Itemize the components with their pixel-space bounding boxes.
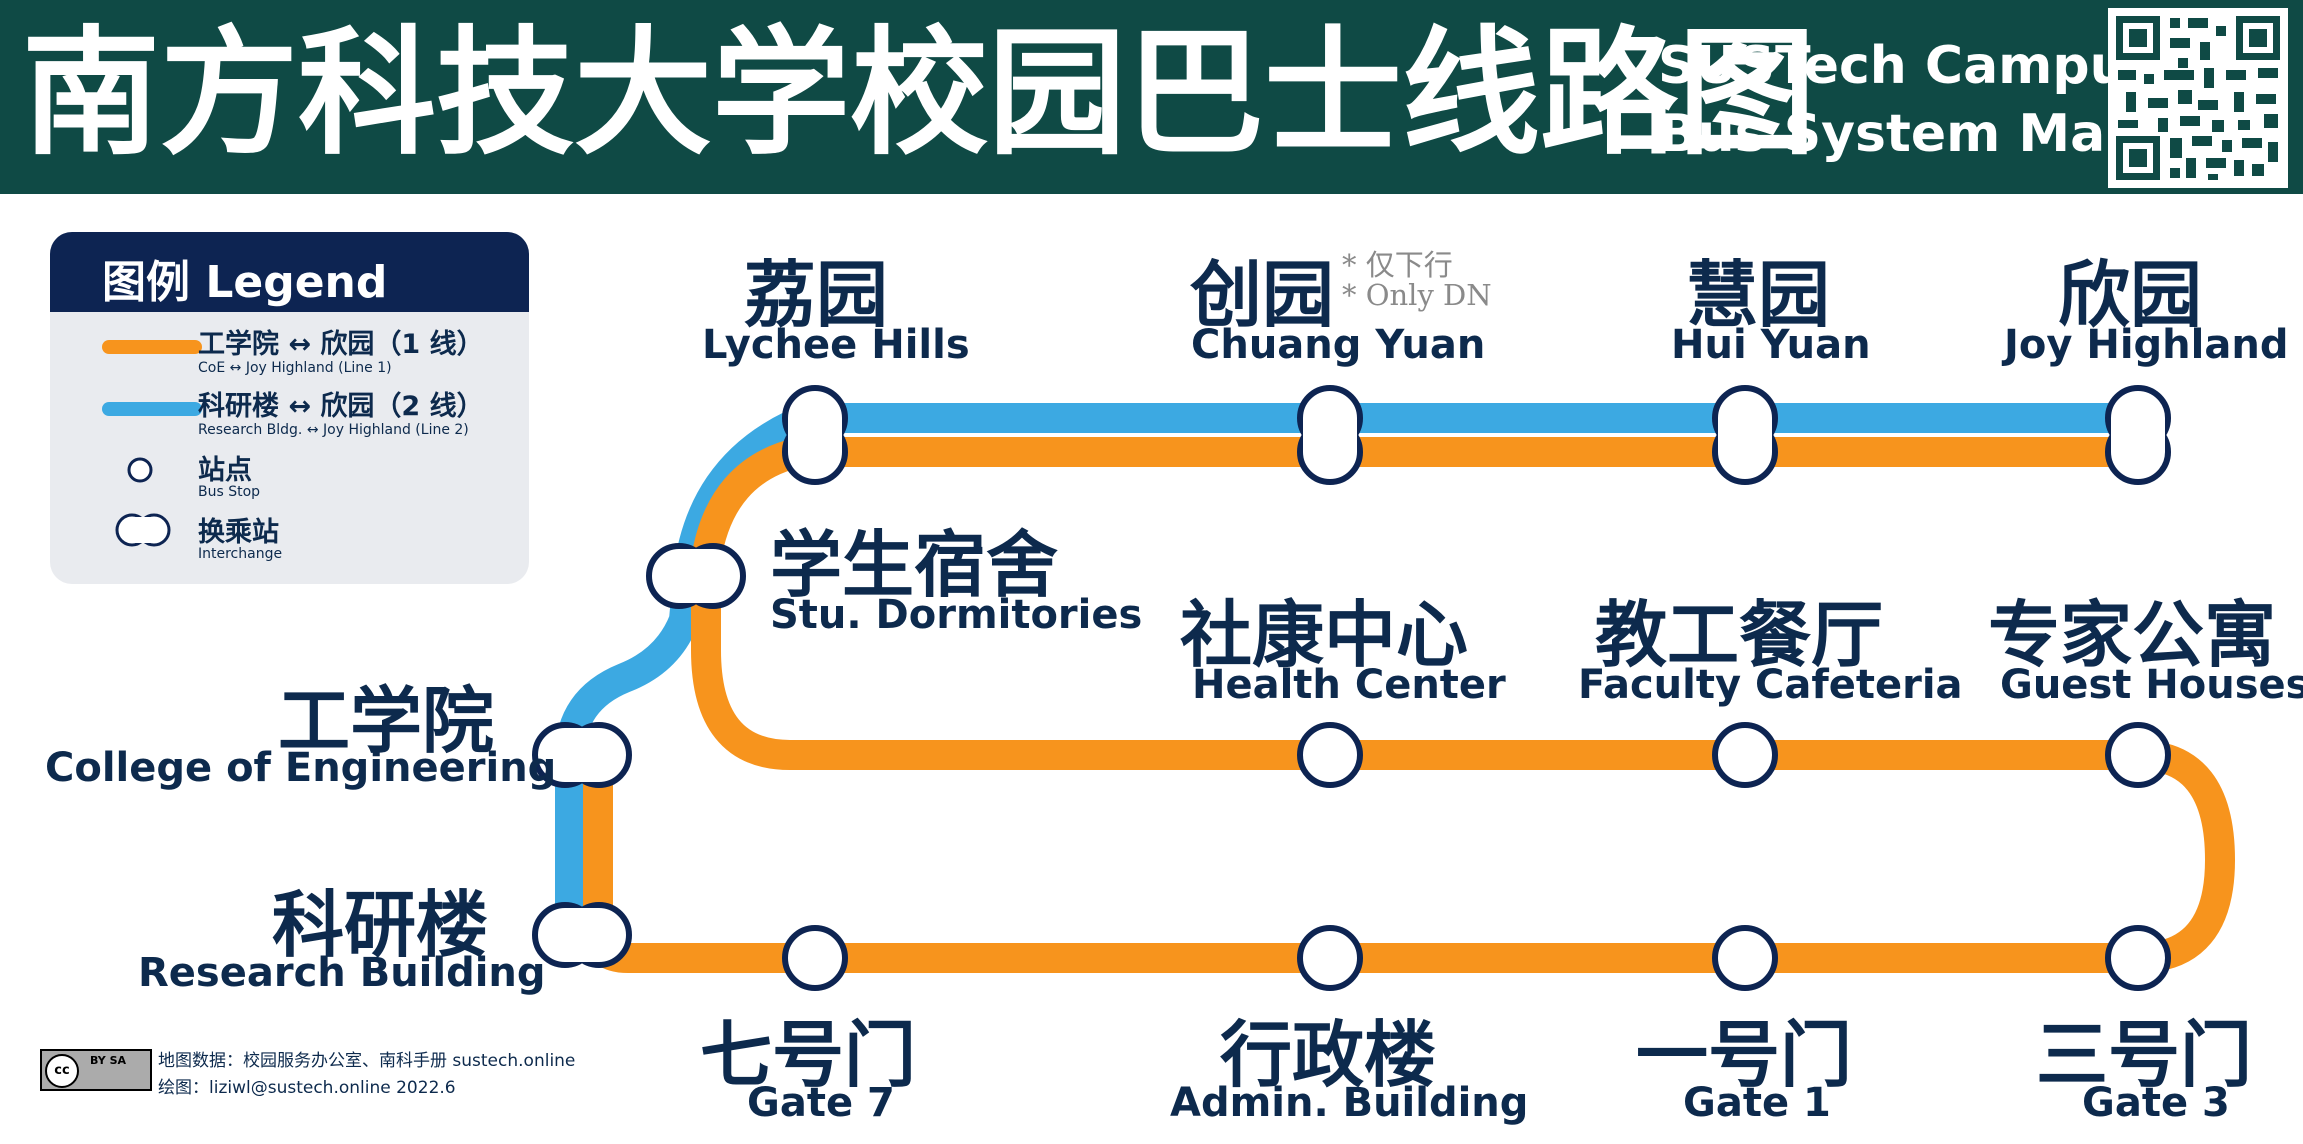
station-lychee-hills — [782, 385, 848, 485]
label-cafeteria-en: Faculty Cafeteria — [1578, 662, 1963, 708]
legend-interchange-label: 换乘站 — [198, 517, 279, 548]
cc-license-badge[interactable]: cc BY SA — [40, 1049, 152, 1091]
label-gate3-en: Gate 3 — [2082, 1080, 2230, 1126]
legend-line2-label: 科研楼 ↔ 欣园（2 线） — [198, 391, 484, 422]
bus-stop-icon — [127, 457, 153, 483]
station-college-of-engineering — [532, 722, 632, 788]
label-joy-zh: 欣园 — [2058, 252, 2203, 337]
legend-symbols — [115, 457, 171, 547]
author-credit: 绘图：liziwl@sustech.online 2022.6 — [158, 1078, 456, 1098]
line-2-swatch — [102, 402, 202, 416]
label-dorm-zh: 学生宿舍 — [770, 522, 1059, 607]
label-gate1-en: Gate 1 — [1683, 1080, 1831, 1126]
label-health-en: Health Center — [1192, 662, 1506, 708]
label-gate7-zh: 七号门 — [700, 1012, 917, 1097]
title-english-line2: Bus System Map — [1658, 104, 2143, 164]
station-gate-3 — [2105, 925, 2171, 991]
station-stu-dormitories — [646, 543, 746, 609]
qr-code-icon[interactable] — [2108, 8, 2288, 188]
label-hui-en: Hui Yuan — [1671, 322, 1871, 368]
label-chuang-zh: 创园 — [1190, 252, 1335, 337]
station-joy-highland — [2105, 385, 2171, 485]
interchange-icon — [115, 513, 171, 547]
legend-stop-label: 站点 — [198, 455, 252, 486]
label-lychee-zh: 荔园 — [744, 252, 889, 337]
label-gate1-zh: 一号门 — [1636, 1012, 1853, 1097]
station-guest-houses — [2105, 722, 2171, 788]
label-admin-en: Admin. Building — [1170, 1080, 1529, 1126]
label-research-en: Research Building — [138, 950, 546, 996]
by-sa-label: BY SA — [90, 1054, 127, 1067]
legend-line2-label-en: Research Bldg. ↔ Joy Highland (Line 2) — [198, 422, 469, 438]
station-research-building — [532, 902, 632, 968]
title-english-line1: SUSTech Campus — [1658, 36, 2158, 96]
station-hui-yuan — [1712, 385, 1778, 485]
cc-icon: cc — [45, 1054, 79, 1088]
label-guest-en: Guest Houses — [2000, 662, 2303, 708]
label-hui-zh: 慧园 — [1686, 252, 1831, 337]
label-gate7-en: Gate 7 — [747, 1080, 895, 1126]
station-chuang-yuan — [1297, 385, 1363, 485]
label-chuang-note-zh: * 仅下行 — [1342, 248, 1453, 282]
label-gate3-zh: 三号门 — [2036, 1012, 2253, 1097]
label-chuang-en: Chuang Yuan — [1191, 322, 1486, 368]
label-admin-zh: 行政楼 — [1220, 1012, 1437, 1097]
legend-stop-label-en: Bus Stop — [198, 484, 261, 500]
label-joy-en: Joy Highland — [2004, 322, 2289, 368]
label-coe-zh: 工学院 — [278, 678, 495, 763]
label-guest-zh: 专家公寓 — [1988, 592, 2277, 677]
legend-header: 图例 Legend — [50, 232, 529, 312]
station-faculty-cafeteria — [1712, 722, 1778, 788]
title-chinese: 南方科技大学校园巴士线路图 — [22, 13, 1817, 174]
label-cafeteria-zh: 教工餐厅 — [1595, 592, 1884, 677]
station-gate-7 — [782, 925, 848, 991]
header-bar: 南方科技大学校园巴士线路图 SUSTech Campus Bus System … — [0, 0, 2303, 194]
label-research-zh: 科研楼 — [272, 882, 489, 967]
line-2-route — [555, 403, 2153, 949]
label-lychee-en: Lychee Hills — [702, 322, 970, 368]
station-health-center — [1297, 722, 1363, 788]
legend-title: 图例 Legend — [102, 257, 388, 308]
station-gate-1 — [1712, 925, 1778, 991]
station-admin-building — [1297, 925, 1363, 991]
label-health-zh: 社康中心 — [1180, 592, 1469, 677]
legend-line1-label: 工学院 ↔ 欣园（1 线） — [198, 329, 484, 360]
line-1-swatch — [102, 340, 202, 354]
label-chuang-note-en: * Only DN — [1342, 278, 1492, 312]
legend-panel: 图例 Legend 工学院 ↔ 欣园（1 线） CoE ↔ Joy Highla… — [50, 232, 529, 584]
label-coe-en: College of Engineering — [45, 745, 557, 791]
legend-line1-label-en: CoE ↔ Joy Highland (Line 1) — [198, 360, 392, 376]
map-data-credit: 地图数据：校园服务办公室、南科手册 sustech.online — [158, 1051, 576, 1071]
label-dorm-en: Stu. Dormitories — [770, 592, 1143, 638]
legend-interchange-label-en: Interchange — [198, 546, 283, 562]
